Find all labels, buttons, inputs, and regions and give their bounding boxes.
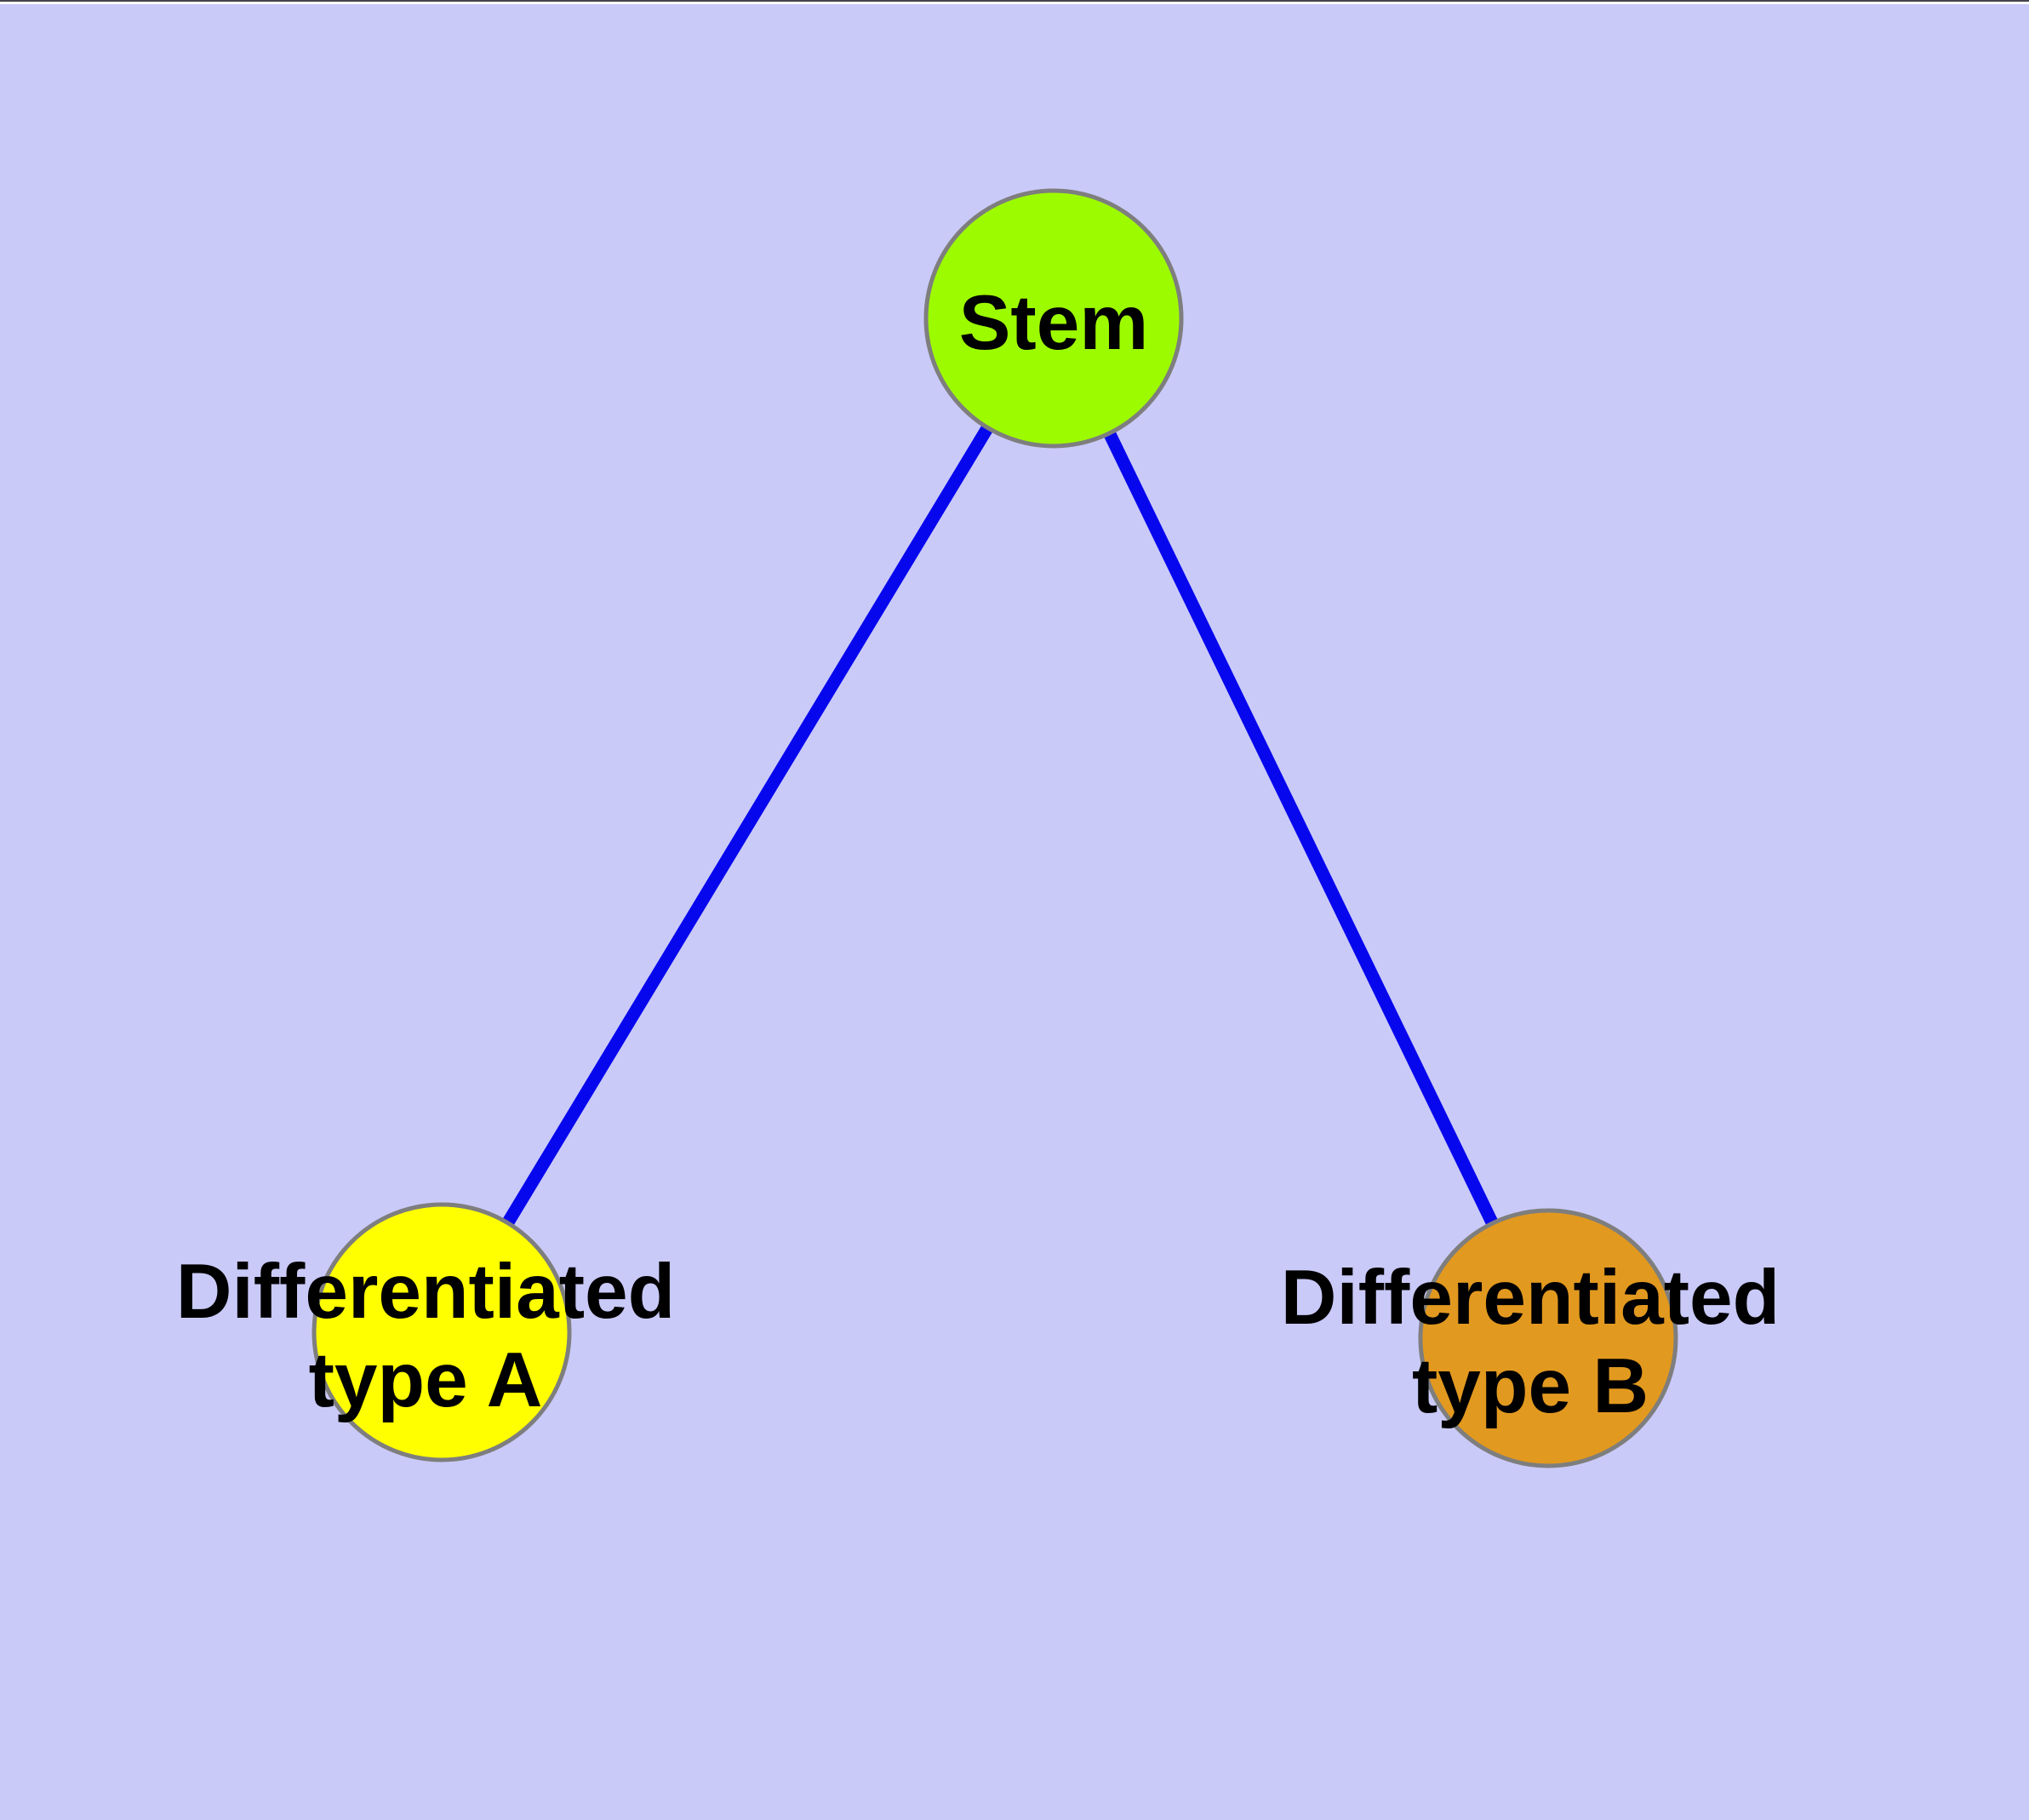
node-type-b-label-line2: type B: [1412, 1343, 1649, 1429]
node-differentiated-type-a: [311, 1202, 572, 1462]
node-type-a-label-line1: Differentiated: [176, 1249, 676, 1335]
node-stem-label: Stem: [959, 280, 1149, 366]
edge-stem-to-type-a: [436, 315, 1060, 1336]
window-top-edge-strip: [0, 2, 2029, 4]
node-type-a-label-line2: type A: [309, 1337, 543, 1423]
window-top-edge-line: [0, 0, 2029, 2]
node-stem: [923, 188, 1184, 449]
node-type-b-label-line1: Differentiated: [1281, 1255, 1780, 1341]
node-differentiated-type-b: [1418, 1208, 1678, 1468]
edge-stem-to-type-b: [1048, 315, 1554, 1342]
